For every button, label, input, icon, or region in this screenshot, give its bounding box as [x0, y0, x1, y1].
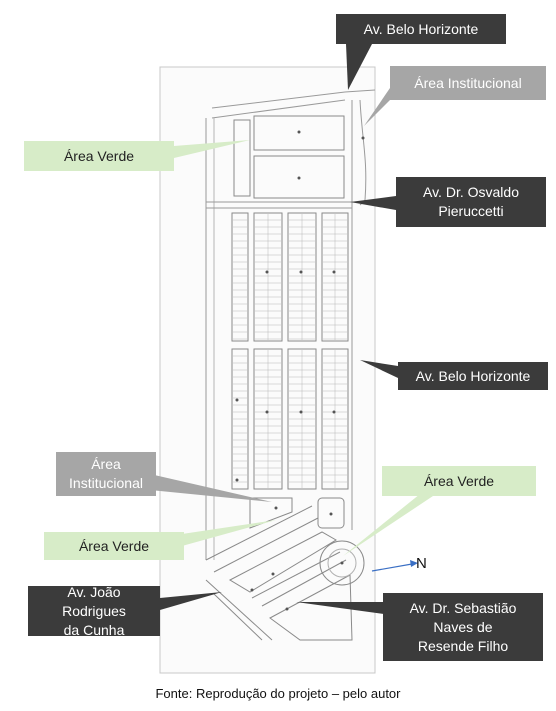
- label-av-belo-horizonte-top: Av. Belo Horizonte: [336, 14, 506, 44]
- block-top-left: [233, 119, 251, 197]
- label-area-verde-left: Área Verde: [24, 141, 174, 171]
- label-area-institucional-top: Área Institucional: [390, 66, 546, 100]
- lot-markers: [235, 130, 365, 611]
- diagonal-avenues: [205, 505, 353, 641]
- label-av-osvaldo-pieruccetti: Av. Dr. Osvaldo Pieruccetti: [396, 177, 546, 227]
- lot-divisions: [232, 213, 348, 489]
- north-arrow-head: [410, 560, 418, 567]
- label-av-belo-horizonte-mid: Av. Belo Horizonte: [398, 362, 548, 390]
- right-curve: [359, 99, 367, 206]
- top-road-edge: [211, 89, 376, 109]
- roundabout-outer: [319, 540, 365, 586]
- block-top-1: [253, 115, 345, 151]
- label-av-sebastiao-naves: Av. Dr. Sebastião Naves de Resende Filho: [383, 593, 543, 661]
- north-label: N: [416, 555, 427, 572]
- block-small-right: [317, 497, 345, 529]
- label-av-joao-rodrigues: Av. João Rodrigues da Cunha: [28, 584, 160, 638]
- block-top-2: [253, 155, 345, 199]
- block-institucional: [249, 497, 293, 529]
- figure-caption: Fonte: Reprodução do projeto – pelo auto…: [155, 686, 401, 701]
- leader-wedges: [150, 44, 436, 614]
- north-arrow: [371, 563, 413, 572]
- label-area-institucional-left: Área Institucional: [56, 452, 156, 496]
- label-area-verde-bottom: Área Verde: [44, 532, 184, 560]
- label-area-verde-right: Área Verde: [382, 466, 536, 496]
- top-road-edge-2: [211, 99, 346, 119]
- roundabout-inner: [327, 548, 357, 578]
